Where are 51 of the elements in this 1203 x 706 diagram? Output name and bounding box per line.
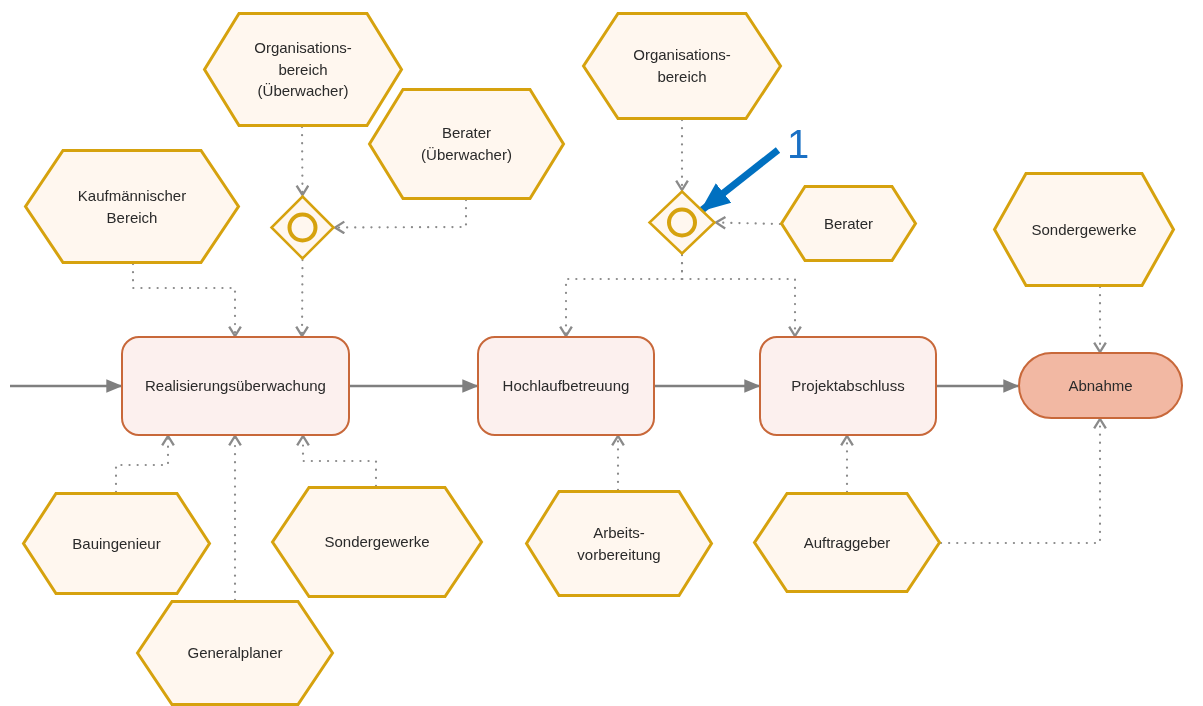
dotted-arrow: [840, 434, 854, 494]
role-hexagon: [203, 12, 403, 127]
dotted-arrow: [1093, 285, 1107, 354]
role-hexagon: [993, 172, 1175, 287]
node-label: Realisierungsüberwachung: [144, 376, 327, 397]
node-label: Projektabschluss: [790, 376, 906, 397]
flow-arrow: [937, 379, 1020, 393]
dotted-arrow: [939, 417, 1107, 545]
callout-arrow: [699, 147, 781, 213]
gateway-diamond: [270, 195, 335, 260]
dotted-arrow: [296, 434, 378, 488]
flow-arrow: [350, 379, 479, 393]
node-label: Generalplaner: [186, 643, 284, 664]
node-label: Sondergewerke: [1030, 219, 1138, 240]
node-label: Auftraggeber: [802, 532, 892, 553]
node-label: Organisations- bereich: [632, 45, 732, 87]
dotted-arrow: [295, 125, 310, 197]
node-label: Sondergewerke: [323, 532, 431, 553]
dotted-arrow: [228, 434, 242, 602]
role-hexagon: [24, 149, 240, 264]
flow-arrow: [10, 379, 123, 393]
node-label: Bauingenieur: [71, 533, 162, 554]
callout-number: 1: [786, 124, 810, 164]
dotted-arrow: [611, 434, 625, 492]
node-label: Arbeits- vorbereitung: [576, 522, 662, 565]
role-hexagon: [271, 486, 483, 598]
node-label: Berater: [822, 213, 875, 234]
role-hexagon: [780, 185, 917, 262]
role-hexagon: [525, 490, 713, 597]
process-box: [121, 336, 350, 436]
role-hexagon: [368, 88, 565, 200]
dotted-arrow: [675, 118, 689, 192]
gateway-diamond: [648, 190, 716, 255]
dotted-arrow: [295, 258, 310, 338]
role-hexagon: [582, 12, 782, 120]
process-box: [477, 336, 655, 436]
node-label: Berater (Überwacher): [420, 123, 513, 165]
dotted-arrow: [680, 253, 802, 338]
role-hexagon: [22, 492, 211, 595]
dotted-arrow: [114, 434, 175, 494]
process-box: [759, 336, 937, 436]
node-label: Hochlaufbetreuung: [501, 376, 631, 397]
dotted-arrow: [333, 198, 468, 235]
flow-arrow: [655, 379, 761, 393]
node-label: Abnahme: [1067, 375, 1134, 396]
dotted-arrow: [131, 262, 242, 338]
node-label: Organisations- bereich (Überwacher): [253, 37, 353, 102]
dotted-arrow: [714, 215, 782, 230]
role-hexagon: [753, 492, 941, 593]
role-hexagon: [136, 600, 334, 706]
node-label: Kaufmännischer Bereich: [76, 185, 188, 228]
